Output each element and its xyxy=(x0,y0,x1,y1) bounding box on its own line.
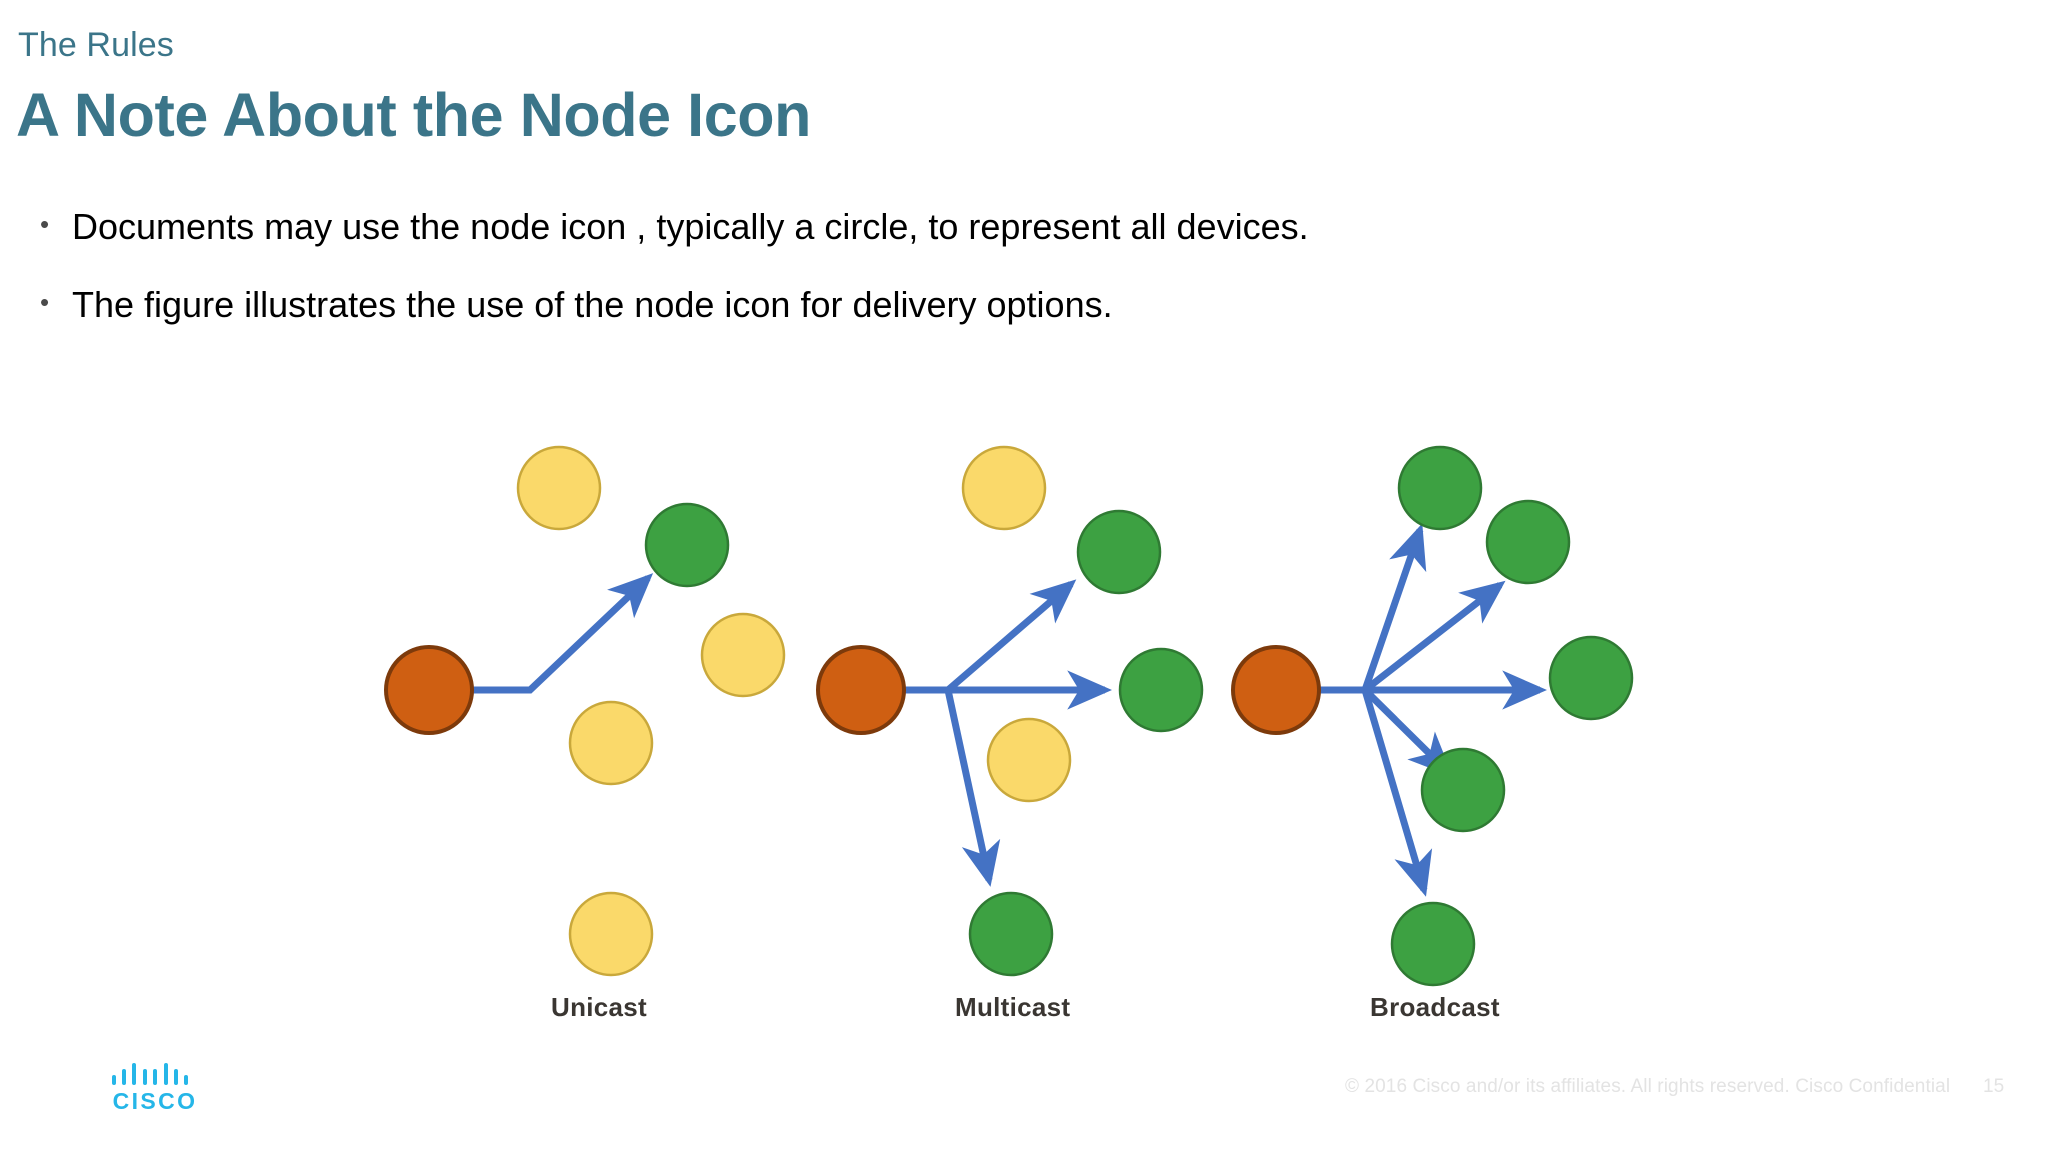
cisco-logo: CISCO xyxy=(112,1063,198,1115)
inactive-node xyxy=(516,445,602,531)
cisco-wordmark: CISCO xyxy=(112,1088,198,1114)
bullet-marker-icon: • xyxy=(40,287,50,317)
inactive-node xyxy=(961,445,1047,531)
bullet-text: The figure illustrates the use of the no… xyxy=(72,284,1113,325)
bullet-marker-icon: • xyxy=(40,209,50,239)
page-title: A Note About the Node Icon xyxy=(16,81,811,149)
slide-eyebrow: The Rules xyxy=(18,26,174,64)
multicast-arrow-1 xyxy=(945,579,1077,693)
source-node xyxy=(384,645,474,735)
source-node xyxy=(1231,645,1321,735)
inactive-node xyxy=(568,700,654,786)
receiver-node xyxy=(1397,445,1483,531)
source-node xyxy=(816,645,906,735)
inactive-node xyxy=(700,612,786,698)
figure-svg xyxy=(384,445,1634,987)
cisco-bridge-icon xyxy=(112,1063,198,1085)
broadcast-arrow-2 xyxy=(1362,580,1506,693)
bullet-text: Documents may use the node icon , typica… xyxy=(72,206,1309,247)
bullet-list: • Documents may use the node icon , typi… xyxy=(40,205,1940,361)
receiver-node xyxy=(1420,747,1506,833)
group-multicast xyxy=(816,445,1204,977)
caption-multicast: Multicast xyxy=(955,992,1071,1022)
group-broadcast xyxy=(1231,445,1634,987)
list-item: • The figure illustrates the use of the … xyxy=(40,283,1940,327)
receiver-node xyxy=(1485,499,1571,585)
inactive-node xyxy=(986,717,1072,803)
receiver-node xyxy=(1076,509,1162,595)
list-item: • Documents may use the node icon , typi… xyxy=(40,205,1940,249)
caption-broadcast: Broadcast xyxy=(1370,992,1500,1022)
receiver-node xyxy=(968,891,1054,977)
receiver-node xyxy=(1548,635,1634,721)
page-number: 15 xyxy=(1983,1076,2005,1097)
receiver-node xyxy=(1390,901,1476,987)
receiver-node xyxy=(644,502,730,588)
broadcast-arrow-1 xyxy=(1361,523,1427,692)
caption-unicast: Unicast xyxy=(551,992,648,1022)
delivery-options-figure xyxy=(0,400,2048,1040)
group-unicast xyxy=(384,445,786,977)
broadcast-arrow-4 xyxy=(1362,687,1453,777)
inactive-node xyxy=(568,891,654,977)
copyright-text: © 2016 Cisco and/or its affiliates. All … xyxy=(1345,1076,1951,1097)
multicast-arrow-3 xyxy=(944,689,1001,887)
unicast-arrow-1 xyxy=(444,573,654,694)
receiver-node xyxy=(1118,647,1204,733)
broadcast-arrow-5 xyxy=(1361,689,1433,897)
